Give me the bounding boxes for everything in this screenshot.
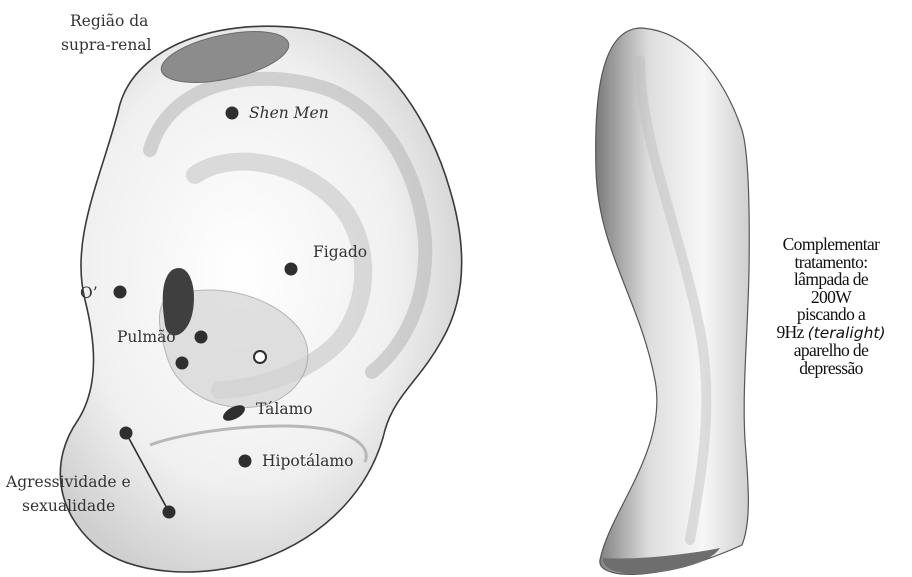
o-prime-label: O’ — [80, 284, 98, 302]
suprarenal-label-line2: supra-renal — [61, 36, 152, 54]
suprarenal-label-line1: Região da — [70, 12, 148, 30]
ear-back-view — [596, 28, 750, 574]
hipotalamo-label: Hipotálamo — [262, 452, 353, 470]
shen-men-label: Shen Men — [249, 104, 329, 122]
figado-label: Figado — [313, 243, 367, 261]
pulmao-label: Pulmão — [117, 328, 176, 346]
note-line-7: aparelho de — [752, 342, 910, 360]
figado-point — [285, 263, 298, 276]
agressividade-label-line2: sexualidade — [22, 497, 115, 515]
agressividade-label-line1: Agressividade e — [5, 473, 131, 491]
hipotalamo-point — [239, 455, 252, 468]
pulmao-point-2 — [176, 357, 189, 370]
note-line-8: depressão — [752, 360, 910, 378]
shen-men-point — [226, 107, 239, 120]
note-line-6-prefix: 9Hz — [776, 322, 807, 342]
note-line-3: lâmpada de — [752, 271, 910, 289]
o-prime-point — [114, 286, 127, 299]
treatment-note: Complementar tratamento: lâmpada de 200W… — [752, 236, 910, 377]
open-point — [254, 351, 266, 363]
talamo-label: Tálamo — [256, 400, 313, 418]
note-line-6-italic: (teralight) — [808, 324, 886, 342]
pulmao-point-1 — [195, 331, 208, 344]
note-line-1: Complementar — [752, 236, 910, 254]
